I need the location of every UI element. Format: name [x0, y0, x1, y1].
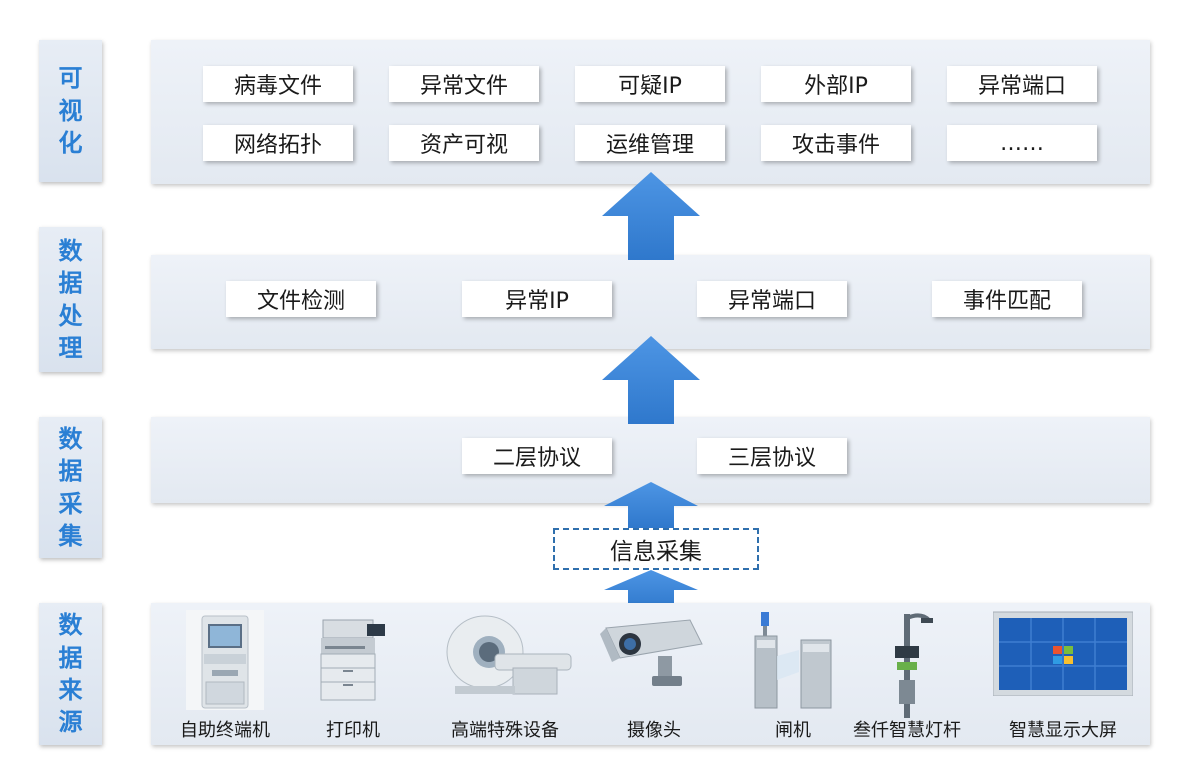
arrow-up-icon — [602, 172, 700, 260]
layer-label-processing-text: 数据处理 — [58, 236, 83, 362]
vis-item-abnormal-port: 异常端口 — [947, 66, 1097, 102]
layer-label-collection: 数据采集 — [39, 417, 102, 558]
device-label: 摄像头 — [627, 720, 681, 741]
layer-label-source: 数据来源 — [39, 603, 102, 745]
visualization-panel: 病毒文件 异常文件 可疑IP 外部IP 异常端口 网络拓扑 资产可视 运维管理 … — [151, 40, 1150, 184]
device-camera: 摄像头 — [594, 608, 714, 744]
mri-scanner-icon — [446, 615, 572, 695]
device-self-service-kiosk: 自助终端机 — [165, 608, 285, 744]
layer-label-source-text: 数据来源 — [58, 611, 83, 737]
proc-item-event-matching: 事件匹配 — [932, 281, 1082, 317]
vis-item-network-topology: 网络拓扑 — [203, 125, 353, 161]
printer-icon — [320, 619, 385, 701]
layer-label-visualization-text: 可视化 — [58, 64, 83, 158]
device-label: 自助终端机 — [180, 720, 270, 741]
vis-item-ops-management: 运维管理 — [575, 125, 725, 161]
vis-item-abnormal-file: 异常文件 — [389, 66, 539, 102]
self-service-kiosk-icon — [186, 610, 264, 710]
device-display-wall: 智慧显示大屏 — [988, 608, 1138, 744]
vis-item-more: …… — [947, 125, 1097, 161]
arrow-up-icon — [602, 336, 700, 424]
device-turnstile: 闸机 — [738, 608, 848, 744]
security-camera-icon — [600, 619, 703, 686]
proc-item-file-detection: 文件检测 — [226, 281, 376, 317]
device-printer: 打印机 — [298, 608, 408, 744]
turnstile-gate-icon — [754, 612, 832, 709]
vis-item-external-ip: 外部IP — [761, 66, 911, 102]
layer-label-collection-text: 数据采集 — [58, 424, 83, 550]
coll-item-layer2-protocol: 二层协议 — [462, 438, 612, 474]
vis-item-suspicious-ip: 可疑IP — [575, 66, 725, 102]
vis-item-asset-visibility: 资产可视 — [389, 125, 539, 161]
processing-panel: 文件检测 异常IP 异常端口 事件匹配 — [151, 255, 1150, 349]
vis-item-attack-events: 攻击事件 — [761, 125, 911, 161]
proc-item-abnormal-port: 异常端口 — [697, 281, 847, 317]
device-smart-lamp-pole: 叁仟智慧灯杆 — [842, 608, 972, 744]
vis-item-virus-file: 病毒文件 — [203, 66, 353, 102]
device-label: 智慧显示大屏 — [1009, 720, 1117, 741]
proc-item-abnormal-ip: 异常IP — [462, 281, 612, 317]
layer-label-visualization: 可视化 — [39, 40, 102, 182]
coll-item-layer3-protocol: 三层协议 — [697, 438, 847, 474]
layer-label-processing: 数据处理 — [39, 227, 102, 372]
info-collection-box: 信息采集 — [553, 528, 759, 570]
device-high-end-equipment: 高端特殊设备 — [430, 608, 580, 744]
device-label: 打印机 — [326, 720, 380, 741]
arrow-up-icon — [604, 482, 698, 528]
device-label: 高端特殊设备 — [451, 720, 559, 741]
device-label: 闸机 — [775, 720, 811, 741]
arrow-up-icon — [604, 570, 698, 610]
device-label: 叁仟智慧灯杆 — [853, 720, 961, 741]
display-wall-icon — [993, 611, 1133, 696]
smart-lamp-pole-icon — [895, 613, 933, 718]
